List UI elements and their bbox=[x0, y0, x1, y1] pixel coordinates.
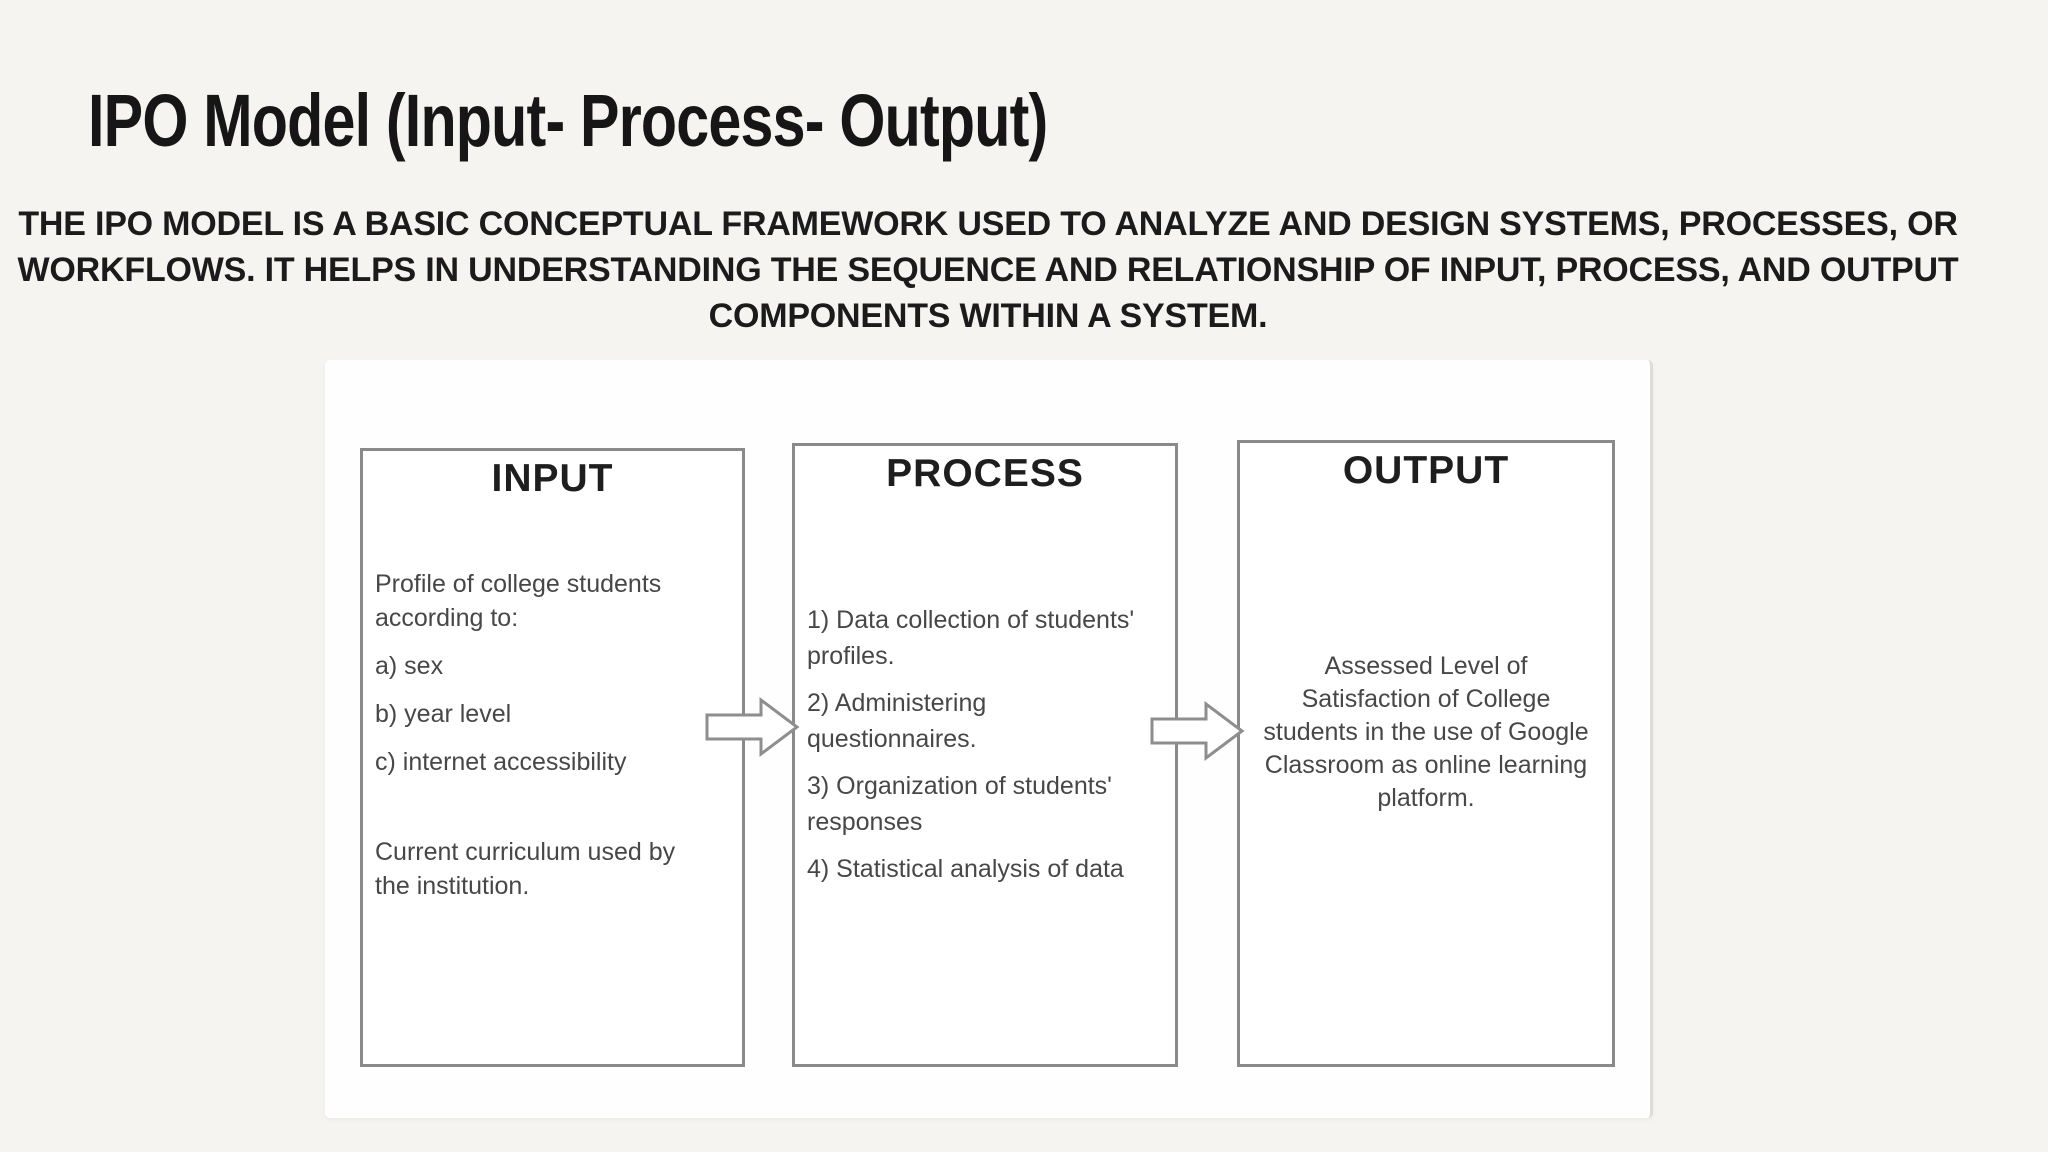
process-box-title: PROCESS bbox=[886, 452, 1084, 495]
process-step-administering: 2) Administering questionnaires. bbox=[807, 689, 987, 753]
output-result-text: Assessed Level of Satisfaction of Colleg… bbox=[1263, 652, 1589, 812]
input-box: INPUT Profile of college students accord… bbox=[360, 448, 745, 1067]
block-arrow-right-icon bbox=[705, 697, 800, 757]
input-item-year-level: b) year level bbox=[375, 700, 512, 728]
page-title: IPO Model (Input- Process- Output) bbox=[88, 79, 1048, 162]
process-step-data-collection: 1) Data collection of students' profiles… bbox=[807, 606, 1135, 670]
process-box: PROCESS 1) Data collection of students' … bbox=[792, 443, 1178, 1067]
process-step-statistical-analysis: 4) Statistical analysis of data bbox=[807, 855, 1124, 883]
input-item-sex: a) sex bbox=[375, 652, 444, 680]
input-curriculum-text: Current curriculum used by the instituti… bbox=[375, 838, 676, 900]
output-box: OUTPUT Assessed Level of Satisfaction of… bbox=[1237, 440, 1615, 1067]
process-step-organization: 3) Organization of students' responses bbox=[807, 772, 1112, 836]
diagram-panel: INPUT Profile of college students accord… bbox=[325, 360, 1653, 1118]
input-item-internet-accessibility: c) internet accessibility bbox=[375, 748, 627, 776]
input-profile-text: Profile of college students according to… bbox=[375, 570, 662, 632]
block-arrow-right-icon bbox=[1150, 701, 1245, 761]
input-box-title: INPUT bbox=[491, 457, 614, 500]
output-box-title: OUTPUT bbox=[1342, 449, 1510, 492]
page-description: THE IPO MODEL IS A BASIC CONCEPTUAL FRAM… bbox=[17, 205, 1959, 335]
